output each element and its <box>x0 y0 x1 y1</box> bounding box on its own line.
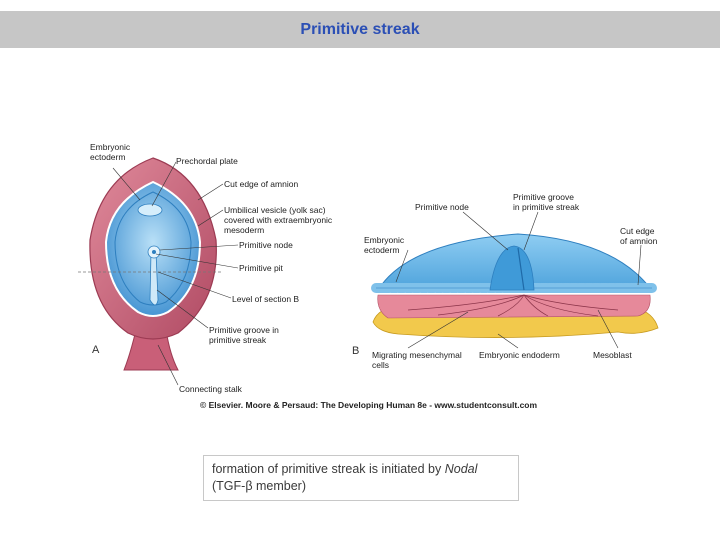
label-primitive-node-b: Primitive node <box>415 202 469 212</box>
label-umbilical-line3: mesoderm <box>224 225 264 235</box>
primitive-pit-shape <box>152 250 156 254</box>
panel-b-letter: B <box>352 345 359 357</box>
label-primitive-groove-a-line1: Primitive groove in <box>209 325 279 335</box>
label-embryonic-ectoderm-b-line2: ectoderm <box>364 245 399 255</box>
caption-text-end: (TGF-β member) <box>212 479 306 493</box>
label-umbilical-line1: Umbilical vesicle (yolk sac) <box>224 205 326 215</box>
label-migrating-line1: Migrating mesenchymal <box>372 350 462 360</box>
connecting-stalk-shape <box>123 329 179 371</box>
prechordal-plate-shape <box>137 203 163 217</box>
label-primitive-groove-b-line1: Primitive groove <box>513 192 574 202</box>
primitive-streak-shape <box>149 251 159 306</box>
label-cut-edge-b-line2: of amnion <box>620 236 658 246</box>
label-level-of-section: Level of section B <box>232 294 299 304</box>
panel-a-letter: A <box>92 344 100 356</box>
panel-b: Primitive node Primitive groove in primi… <box>352 192 659 370</box>
caption-box: formation of primitive streak is initiat… <box>203 455 519 501</box>
label-primitive-pit: Primitive pit <box>239 263 284 273</box>
copyright-credit: © Elsevier. Moore & Persaud: The Develop… <box>200 400 537 410</box>
label-mesoblast: Mesoblast <box>593 350 632 360</box>
label-primitive-node-a: Primitive node <box>239 240 293 250</box>
embryo-figure: Embryonic ectoderm Prechordal plate Cut … <box>78 130 668 420</box>
title-bar: Primitive streak <box>0 11 720 48</box>
label-cut-edge-b-line1: Cut edge <box>620 226 655 236</box>
label-primitive-groove-b-line2: in primitive streak <box>513 202 580 212</box>
label-migrating-line2: cells <box>372 360 389 370</box>
label-embryonic-ectoderm-a-line1: Embryonic <box>90 142 131 152</box>
label-embryonic-ectoderm-a-line2: ectoderm <box>90 152 125 162</box>
primitive-streak-diagram: Embryonic ectoderm Prechordal plate Cut … <box>78 142 659 410</box>
caption-text-start: formation of primitive streak is initiat… <box>212 462 445 476</box>
label-cut-edge-amnion-a: Cut edge of amnion <box>224 179 298 189</box>
disc-inner-ring <box>114 191 192 306</box>
label-primitive-groove-a-line2: primitive streak <box>209 335 267 345</box>
label-embryonic-endoderm: Embryonic endoderm <box>479 350 560 360</box>
label-embryonic-ectoderm-b-line1: Embryonic <box>364 235 405 245</box>
label-connecting-stalk: Connecting stalk <box>179 384 243 394</box>
page-title: Primitive streak <box>300 21 420 38</box>
label-prechordal-plate: Prechordal plate <box>176 156 238 166</box>
migrating-cells <box>407 294 619 317</box>
primitive-groove-dip <box>517 247 525 291</box>
label-umbilical-line2: covered with extraembryonic <box>224 215 333 225</box>
panel-a: Embryonic ectoderm Prechordal plate Cut … <box>78 142 333 394</box>
caption-nodal: Nodal <box>444 462 478 476</box>
